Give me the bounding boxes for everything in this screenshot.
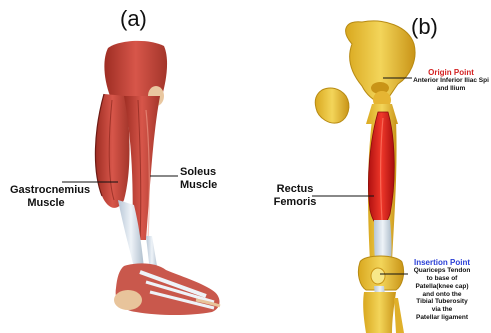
- panel-b-label: (b): [411, 14, 438, 40]
- rectus-femoris-label: Rectus Femoris: [270, 183, 320, 208]
- panel-a-label: (a): [120, 6, 147, 32]
- soleus-label-line-1: Soleus: [180, 166, 217, 179]
- insertion-point-line-6: via the: [402, 306, 482, 314]
- origin-point-title: Origin Point: [412, 68, 490, 77]
- soleus-label-line-2: Muscle: [180, 179, 217, 192]
- gastrocnemius-label-line-2: Muscle: [10, 197, 82, 210]
- insertion-point-callout: Insertion Point Quariceps Tendon to base…: [402, 258, 482, 322]
- gastrocnemius-label-line-1: Gastrocnemius: [10, 184, 82, 197]
- origin-point-callout: Origin Point Anterior Inferior Iliac Spi…: [412, 68, 490, 93]
- insertion-point-line-2: to base of: [402, 275, 482, 283]
- insertion-point-title: Insertion Point: [402, 258, 482, 267]
- rectus-femoris-label-line-1: Rectus: [270, 183, 320, 196]
- hip-and-thigh: [315, 21, 415, 333]
- insertion-point-line-5: Tibial Tuberosity: [402, 298, 482, 306]
- origin-point-line-2: and Ilium: [412, 85, 490, 93]
- insertion-point-line-1: Quariceps Tendon: [402, 267, 482, 275]
- insertion-point-line-7: Patellar ligament: [402, 314, 482, 322]
- soleus-label: Soleus Muscle: [180, 166, 217, 191]
- origin-point-line-1: Anterior Inferior Iliac Spi: [412, 77, 490, 85]
- insertion-point-line-3: Patella(knee cap): [402, 283, 482, 291]
- insertion-point-line-4: and onto the: [402, 291, 482, 299]
- gastrocnemius-label: Gastrocnemius Muscle: [10, 184, 82, 209]
- rectus-femoris-label-line-2: Femoris: [270, 196, 320, 209]
